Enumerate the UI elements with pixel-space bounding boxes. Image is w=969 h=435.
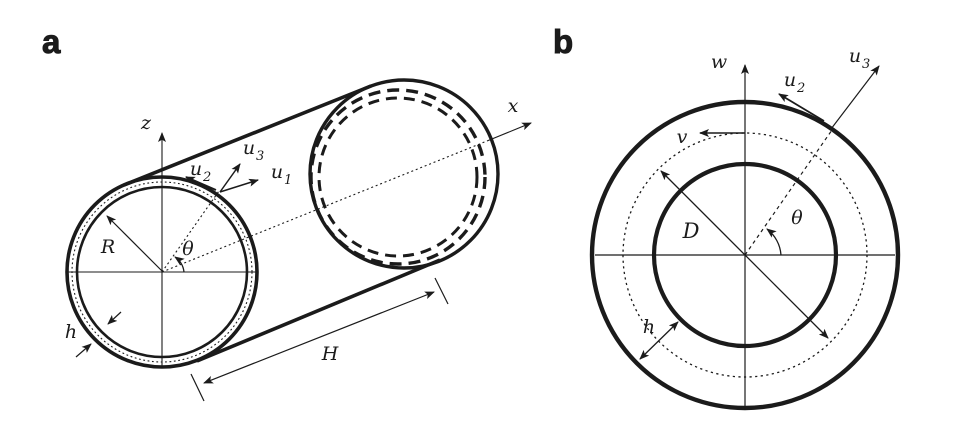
h-pointer-outer xyxy=(75,343,92,358)
length-H-tick-left xyxy=(190,373,205,402)
theta-angle-arc-b xyxy=(766,228,782,256)
panel-a-letter: a xyxy=(42,23,61,60)
u2-label-base-b: u xyxy=(784,69,796,91)
u3-label-base-b: u xyxy=(849,45,861,67)
length-H-label: H xyxy=(321,343,339,365)
u1-label-base: u xyxy=(271,161,283,183)
theta-label-b: θ xyxy=(791,207,803,229)
back-rim-silhouette-circle xyxy=(308,78,500,270)
cylinder-axis-dotted-line xyxy=(161,140,488,273)
u1-label-sub: 1 xyxy=(284,173,292,188)
x-axis-label: x xyxy=(508,95,519,117)
diameter-D-arrow xyxy=(660,170,829,339)
back-rim-inner-dashed-circle xyxy=(317,96,479,258)
cylinder-bottom-edge xyxy=(196,258,441,363)
u3-label-sub-b: 3 xyxy=(862,57,870,72)
u2-vector-arrow xyxy=(185,176,217,191)
theta-angle-arc xyxy=(174,256,185,273)
x-axis-arrow xyxy=(486,122,532,142)
radial-dotted-line xyxy=(161,190,220,273)
u3-label-sub-a: 3 xyxy=(256,149,264,164)
panel-b-letter: b xyxy=(553,23,573,60)
diameter-D-label: D xyxy=(682,219,700,243)
thickness-h-label-a: h xyxy=(65,321,77,343)
radial-dashed-line xyxy=(744,129,833,256)
u1-vector-arrow xyxy=(219,178,259,193)
u2-label-sub-b: 2 xyxy=(796,81,805,96)
u2-vector-arrow-b xyxy=(778,93,825,122)
panel-a: a z x xyxy=(42,23,532,402)
theta-label-a: θ xyxy=(182,238,194,260)
u2-label-base-a: u xyxy=(190,158,202,180)
thickness-h-label-b: h xyxy=(643,316,655,338)
z-axis-label: z xyxy=(140,112,152,134)
h-pointer-inner xyxy=(107,311,122,325)
radius-R-label: R xyxy=(100,236,115,258)
length-H-tick-right xyxy=(434,277,449,305)
u2-label-sub-a: 2 xyxy=(202,170,211,185)
u3-vector-arrow-b xyxy=(830,65,880,130)
w-axis-label: w xyxy=(711,51,727,73)
length-H-dimension-arrow xyxy=(203,291,435,384)
v-label: v xyxy=(677,126,688,148)
cylinder-top-edge xyxy=(123,84,372,187)
u3-label-base-a: u xyxy=(243,137,255,159)
radius-R-arrow xyxy=(106,215,163,272)
thickness-h-arrow-b xyxy=(639,321,679,360)
u3-vector-arrow xyxy=(219,163,241,193)
panel-b: b w v D θ h u 2 u 3 xyxy=(553,23,901,411)
